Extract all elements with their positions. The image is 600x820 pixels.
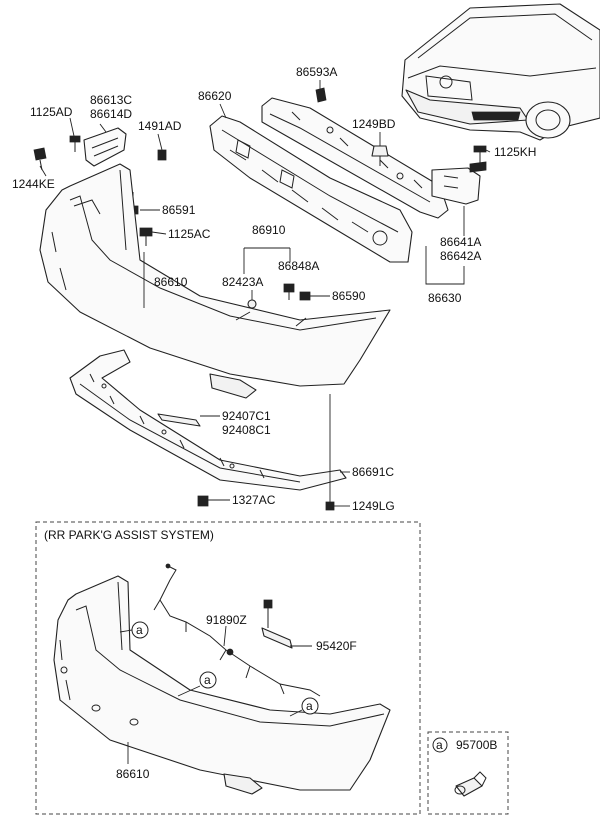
bolt-1327AC: [197, 495, 209, 507]
label-1125KH: 1125KH: [494, 145, 536, 159]
label-86641A: 86641A: [440, 235, 481, 249]
label-1249LG: 1249LG: [352, 499, 395, 513]
legend-sensor-95700B: a 95700B: [427, 731, 509, 815]
svg-text:a: a: [306, 699, 313, 713]
label-82423A: 82423A: [222, 275, 263, 289]
label-91890Z: 91890Z: [206, 613, 247, 627]
label-1249BD: 1249BD: [352, 117, 396, 131]
clip-86593A: [315, 87, 327, 103]
label-86910: 86910: [252, 223, 286, 237]
label-86591: 86591: [162, 203, 196, 217]
legend-callout-a: a: [436, 738, 443, 752]
side-bracket-86613C: [83, 127, 127, 167]
bumper-cover-86610: [39, 163, 391, 399]
bracket-86641A: [431, 161, 487, 205]
label-86642A: 86642A: [440, 249, 481, 263]
bolt-86848A: [283, 283, 295, 300]
bolt-1125KH: [473, 145, 487, 164]
label-95420F: 95420F: [316, 639, 357, 653]
label-86848A: 86848A: [278, 259, 319, 273]
energy-absorber-86620: [209, 115, 413, 263]
label-1244KE: 1244KE: [12, 177, 55, 191]
label-92408C1: 92408C1: [222, 423, 271, 437]
label-86614D: 86614D: [90, 107, 132, 121]
label-95700B: 95700B: [456, 738, 497, 752]
screw-1125AD: [69, 135, 81, 152]
label-86610: 86610: [154, 275, 188, 289]
nut-86590: [299, 291, 311, 301]
reflector-92407C1: [157, 413, 201, 427]
svg-text:a: a: [136, 623, 143, 637]
label-86630: 86630: [428, 291, 462, 305]
screw-1249LG: [325, 501, 335, 511]
rear-beam-86630: [261, 97, 449, 219]
bolt-1249BD: [371, 145, 389, 166]
label-86593A: 86593A: [296, 65, 337, 79]
svg-text:a: a: [204, 673, 211, 687]
part-labels-upper: 86593A 86620 1249BD 1125KH 86613C 86614D…: [12, 65, 536, 513]
leader-lines: [39, 80, 491, 507]
callout-a-2: a: [177, 671, 217, 697]
wiring-harness-91890Z: [153, 563, 321, 697]
sensor-bracket-95420F: [261, 599, 293, 649]
label-1125AD: 1125AD: [30, 105, 73, 119]
clip-82423A: [247, 299, 257, 309]
label-86590: 86590: [332, 289, 366, 303]
clip-1491AD: [157, 149, 167, 161]
screw-1125AC: [139, 227, 153, 246]
label-86691C: 86691C: [352, 465, 394, 479]
park-assist-section-frame: [35, 521, 421, 815]
vehicle-rear-view: [401, 3, 600, 141]
callout-a-3: a: [289, 697, 319, 717]
label-86613C: 86613C: [90, 93, 132, 107]
park-assist-section-title: (RR PARK'G ASSIST SYSTEM): [44, 528, 214, 542]
label-92407C1: 92407C1: [222, 409, 271, 423]
part-labels-park-assist: 91890Z 95420F 86610: [116, 613, 357, 781]
label-1491AD: 1491AD: [138, 119, 182, 133]
under-cover-86691C: [69, 349, 347, 491]
leader-lines-park-assist: [127, 625, 312, 764]
label-1125AC: 1125AC: [168, 227, 211, 241]
label-86610-park-assist: 86610: [116, 767, 150, 781]
callout-a-1: a: [119, 621, 149, 639]
bumper-cover-86610-park-assist: [53, 575, 391, 795]
label-86620: 86620: [198, 89, 232, 103]
label-1327AC: 1327AC: [232, 493, 276, 507]
